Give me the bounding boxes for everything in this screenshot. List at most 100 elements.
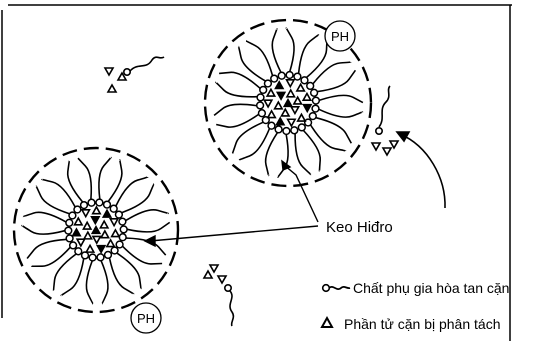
particle-icon bbox=[304, 105, 312, 112]
particle-icon bbox=[108, 85, 116, 92]
legend-particle-label: Phần tử cặn bị phân tách bbox=[344, 316, 500, 332]
additive-tail-icon bbox=[219, 72, 260, 88]
additive-head-icon bbox=[283, 128, 290, 135]
callout-line-bottom bbox=[150, 226, 318, 241]
particle-icon bbox=[75, 218, 83, 225]
additive-head-icon bbox=[376, 128, 382, 134]
arrow-head-icon bbox=[145, 236, 155, 246]
additive-head-icon bbox=[311, 89, 318, 96]
additive-head-icon bbox=[301, 77, 308, 84]
particle-icon bbox=[372, 143, 380, 150]
particle-icon bbox=[264, 100, 272, 107]
additive-head-icon bbox=[89, 254, 96, 261]
particle-icon bbox=[298, 114, 306, 121]
additive-head-icon bbox=[278, 72, 285, 79]
particle-icon bbox=[288, 119, 296, 126]
additive-tail-icon bbox=[295, 134, 311, 175]
additive-head-icon bbox=[286, 72, 293, 79]
particle-icon bbox=[92, 217, 100, 224]
additive-head-icon bbox=[225, 285, 231, 291]
additive-head-icon bbox=[75, 248, 82, 255]
additive-head-icon bbox=[70, 242, 77, 249]
legend-additive-label: Chất phụ gia hòa tan cặn bbox=[353, 280, 509, 296]
legend-particle-icon bbox=[322, 318, 332, 327]
additive-head-icon bbox=[66, 219, 73, 226]
particle-icon bbox=[112, 230, 120, 237]
arrow-line bbox=[400, 134, 445, 208]
particle-icon bbox=[92, 227, 100, 234]
additive-tail-icon bbox=[68, 161, 83, 202]
additive-tail-icon bbox=[22, 226, 65, 235]
particle-icon bbox=[267, 89, 275, 96]
additive-tail-icon bbox=[230, 291, 233, 326]
additive-head-icon bbox=[110, 205, 117, 212]
particle-icon bbox=[110, 219, 118, 226]
additive-head-icon bbox=[312, 105, 319, 112]
additive-head-icon bbox=[120, 226, 127, 233]
additive-tail-icon bbox=[78, 158, 91, 199]
additive-head-icon bbox=[116, 211, 123, 218]
particle-icon bbox=[294, 97, 302, 104]
additive-head-icon bbox=[260, 87, 267, 94]
additive-tail-icon bbox=[319, 109, 363, 117]
additive-tail-icon bbox=[286, 28, 294, 71]
micelle-bottom-badge: PH bbox=[131, 303, 161, 333]
additive-head-icon bbox=[313, 97, 320, 104]
particle-icon bbox=[282, 109, 290, 116]
particle-icon bbox=[275, 82, 283, 89]
additive-tail-icon bbox=[272, 29, 281, 72]
additive-head-icon bbox=[116, 241, 123, 248]
particle-icon bbox=[297, 84, 305, 91]
additive-head-icon bbox=[257, 94, 264, 101]
additive-tail-icon bbox=[304, 131, 321, 172]
additive-tail-icon bbox=[108, 160, 122, 202]
micelle-bottom-ph-label: PH bbox=[137, 311, 155, 326]
particle-icon bbox=[276, 118, 284, 125]
particle-icon bbox=[100, 221, 108, 228]
particle-icon bbox=[77, 239, 85, 246]
callout-line-top bbox=[284, 165, 318, 222]
particle-icon bbox=[103, 210, 111, 217]
micelle-top-ph-label: PH bbox=[331, 29, 349, 44]
particle-icon bbox=[268, 111, 276, 118]
additive-head-icon bbox=[271, 75, 278, 82]
particle-icon bbox=[218, 276, 226, 283]
additive-head-icon bbox=[309, 113, 316, 120]
additive-tail-icon bbox=[99, 158, 111, 200]
additive-head-icon bbox=[81, 202, 88, 209]
additive-head-icon bbox=[265, 80, 272, 87]
additive-head-icon bbox=[294, 73, 301, 80]
particle-icon bbox=[284, 100, 292, 107]
legend-additive-tail bbox=[329, 287, 350, 289]
additive-tail-icon bbox=[266, 133, 278, 176]
particle-icon bbox=[287, 80, 295, 87]
additive-tail-icon bbox=[27, 239, 66, 258]
additive-head-icon bbox=[111, 247, 118, 254]
additive-head-icon bbox=[105, 252, 112, 259]
particle-icon bbox=[101, 231, 109, 238]
particle-icon bbox=[287, 90, 295, 97]
particle-icon bbox=[383, 148, 391, 155]
particle-icon bbox=[73, 229, 81, 236]
particle-icon bbox=[84, 232, 92, 239]
particle-icon bbox=[83, 222, 91, 229]
additive-tail-icon bbox=[319, 95, 363, 102]
micelle-bottom bbox=[14, 148, 178, 312]
additive-head-icon bbox=[305, 119, 312, 126]
additive-head-icon bbox=[82, 252, 89, 259]
particle-icon bbox=[210, 265, 218, 272]
additive-head-icon bbox=[69, 212, 76, 219]
additive-tail-icon bbox=[130, 57, 164, 71]
particle-icon bbox=[275, 102, 283, 109]
additive-head-icon bbox=[96, 199, 103, 206]
legend-additive-icon bbox=[323, 285, 330, 292]
particle-icon bbox=[291, 107, 299, 114]
additive-head-icon bbox=[298, 124, 305, 131]
particle-icon bbox=[105, 68, 113, 75]
particle-icon bbox=[82, 210, 90, 217]
additive-tail-icon bbox=[101, 261, 108, 304]
additive-head-icon bbox=[268, 122, 275, 129]
additive-tail-icon bbox=[126, 210, 169, 221]
